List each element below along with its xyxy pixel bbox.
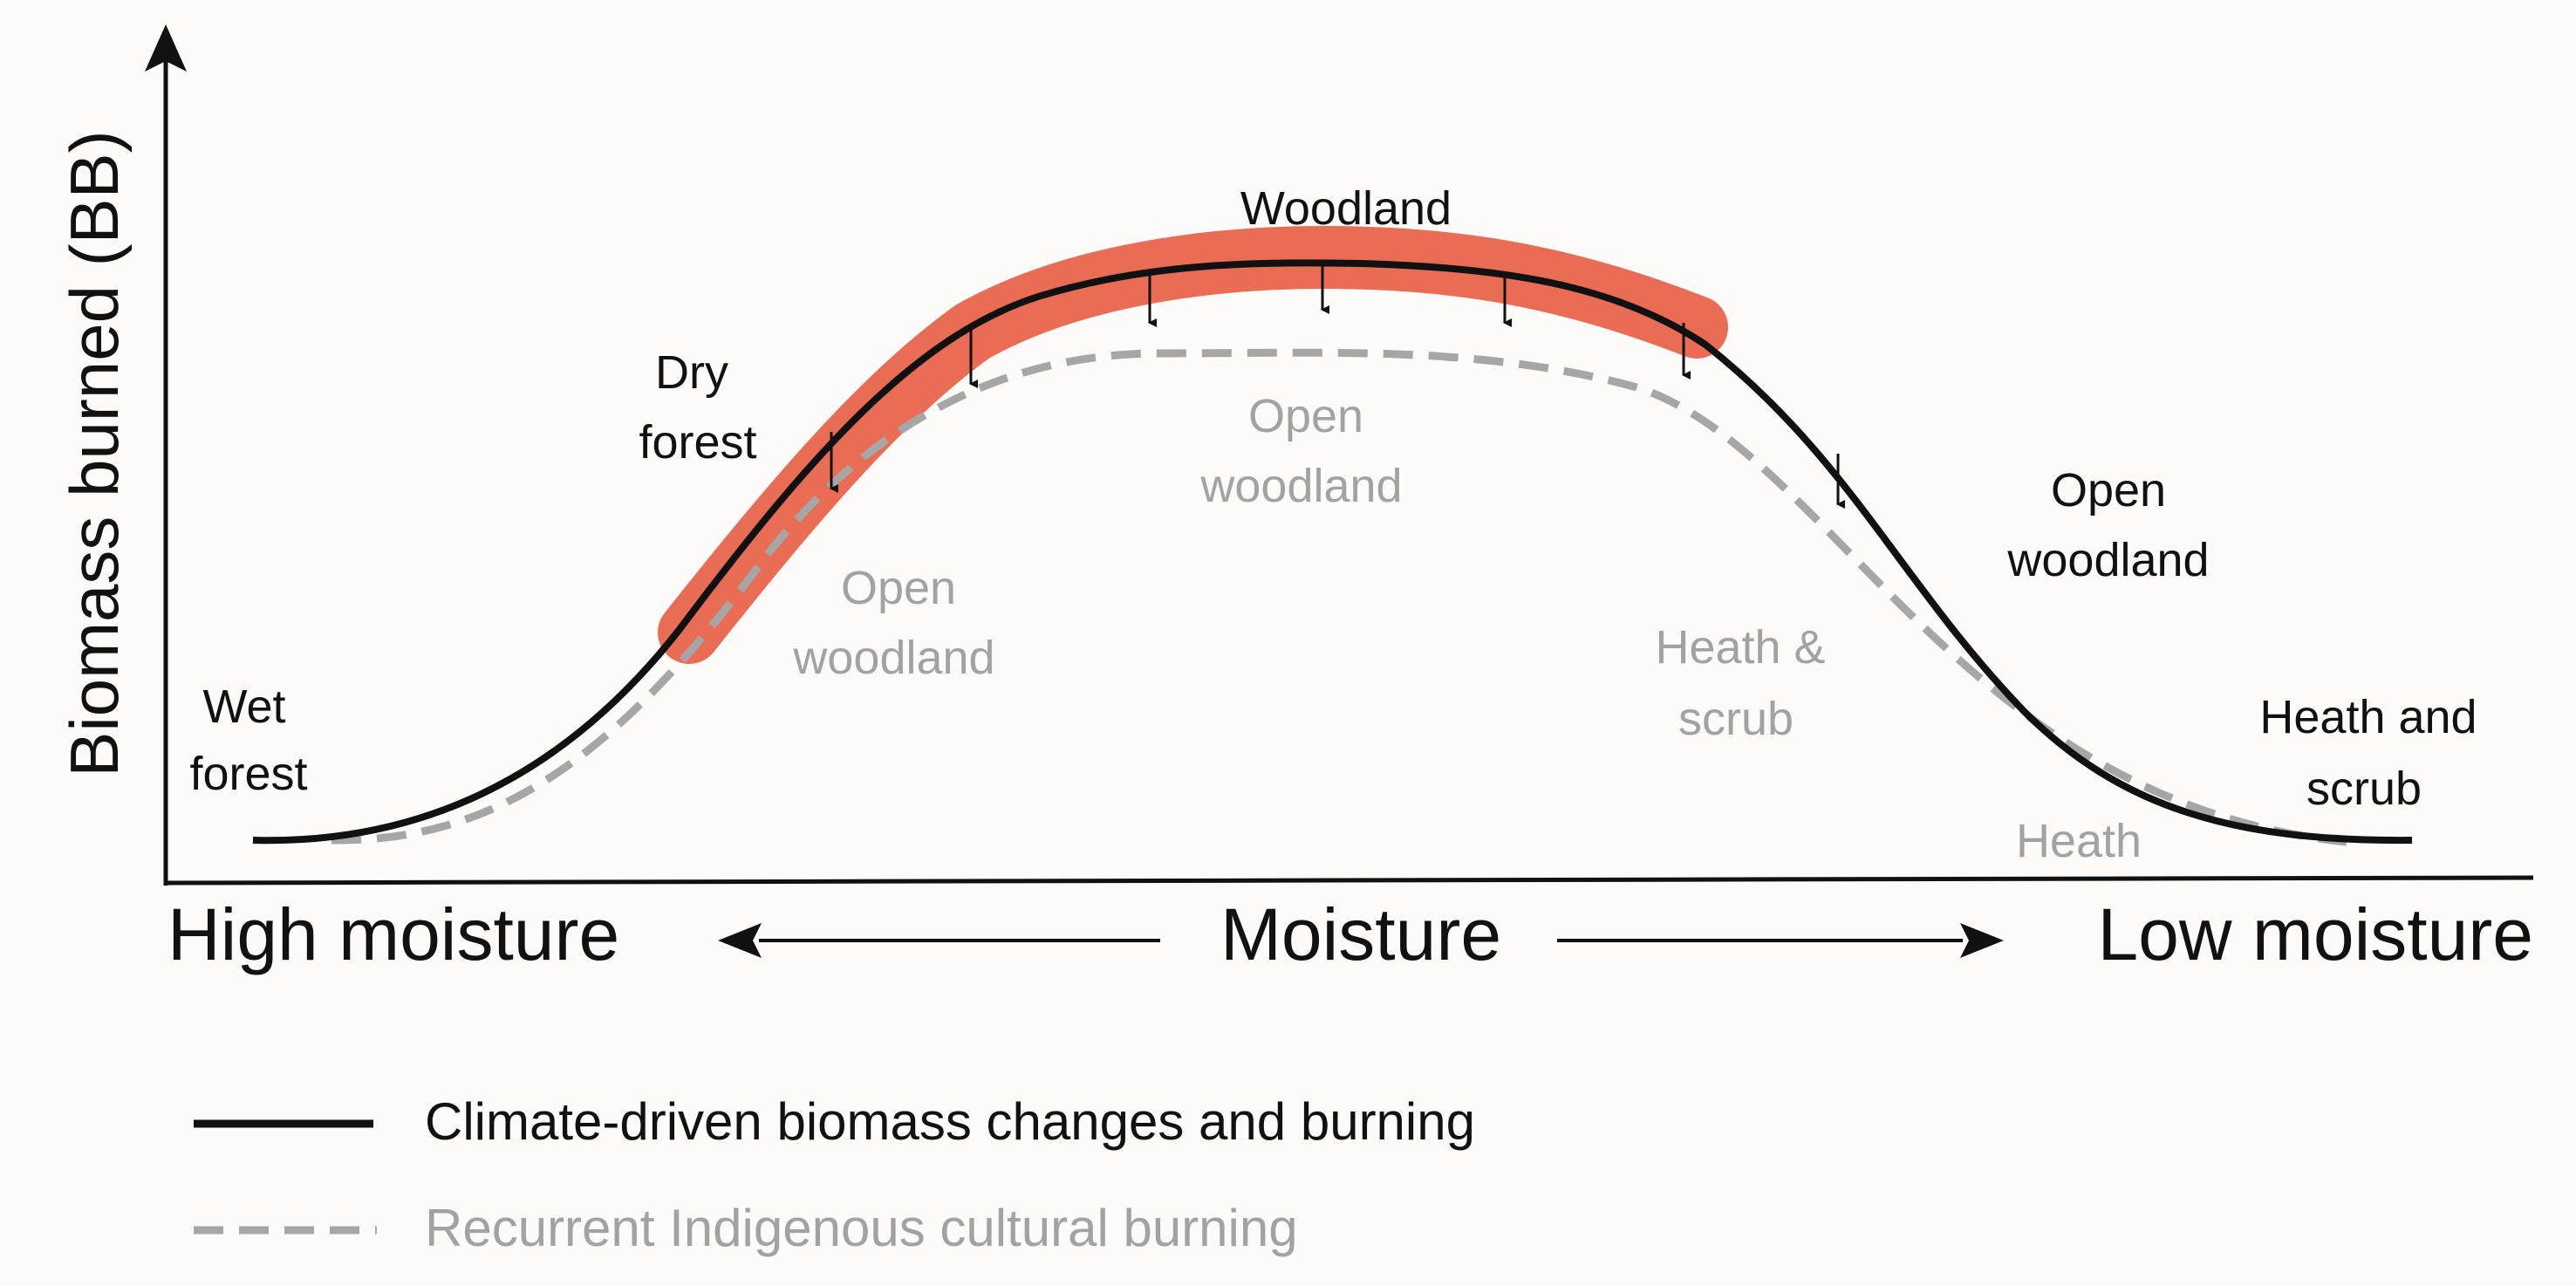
moisture-arrows <box>718 923 2004 958</box>
label-heath: Heath <box>2016 815 2142 867</box>
x-axis-label-moisture: Moisture <box>1220 893 1501 975</box>
left-arrow-icon <box>718 923 762 958</box>
label-woodland: Woodland <box>1240 182 1452 235</box>
label-wet-forest-line2: forest <box>189 748 307 800</box>
label-wet-forest-line1: Wet <box>202 681 285 733</box>
label-open-woodland-line2: woodland <box>2006 534 2209 586</box>
legend-cultural-label: Recurrent Indigenous cultural burning <box>425 1199 1298 1257</box>
cultural-curve-labels: Open woodland Open woodland Heath & scru… <box>792 390 2142 867</box>
climate-driven-curve <box>252 259 2413 845</box>
climate-curve-labels: Wet forest Dry forest Woodland Open wood… <box>189 182 2477 815</box>
label-dry-forest-line1: Dry <box>655 346 728 399</box>
label-dry-forest-line2: forest <box>639 416 756 469</box>
label-open-woodland-center-line1: Open <box>1248 390 1363 442</box>
label-open-woodland-center-line2: woodland <box>1199 460 1402 512</box>
legend: Climate-driven biomass changes and burni… <box>194 1092 1475 1257</box>
x-axis-label-low-moisture: Low moisture <box>2097 893 2533 975</box>
label-open-woodland-line1: Open <box>2051 464 2166 516</box>
right-arrow-icon <box>1960 923 2004 958</box>
label-heath-scrub-line1: Heath & <box>1655 621 1825 674</box>
y-axis-arrowhead <box>145 24 187 72</box>
decline-arrows <box>830 266 1845 509</box>
y-axis-label: Biomass burned (BB) <box>56 130 133 776</box>
cultural-burning-curve <box>331 348 2347 846</box>
x-axis-line <box>163 875 2534 886</box>
label-open-woodland-left-line2: woodland <box>792 632 994 684</box>
label-heath-and-scrub-line2: scrub <box>2306 763 2422 815</box>
label-heath-scrub-line2: scrub <box>1678 693 1794 745</box>
x-axis-label-high-moisture: High moisture <box>167 893 619 975</box>
label-heath-and-scrub-line1: Heath and <box>2259 691 2477 743</box>
label-open-woodland-left-line1: Open <box>841 562 956 614</box>
legend-climate-label: Climate-driven biomass changes and burni… <box>425 1092 1475 1151</box>
